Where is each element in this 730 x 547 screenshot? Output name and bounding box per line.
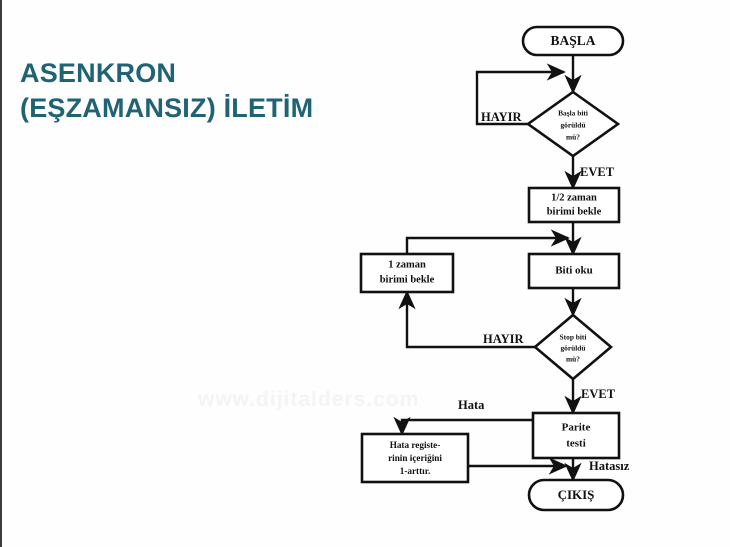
edge-label-hatasiz: Hatasız — [589, 459, 630, 473]
node-start-bit-line1: Başla biti — [558, 109, 588, 118]
edge-label-hata: Hata — [458, 398, 485, 412]
node-start-bit-line3: mü? — [566, 133, 580, 142]
node-start-label: BAŞLA — [550, 33, 595, 48]
node-one-wait — [359, 252, 455, 294]
node-stop-bit-decision — [532, 313, 614, 381]
edge-stopbit-hayir — [398, 290, 535, 349]
node-one-wait-line2: birimi bekle — [380, 274, 435, 285]
edge-label-hayir-stop: HAYIR — [483, 332, 524, 346]
edge-label-evet-start: EVET — [580, 165, 615, 179]
node-one-wait-line1: 1 zaman — [388, 259, 426, 270]
title-line-1: ASENKRON — [20, 58, 177, 88]
edge-label-evet-stop: EVET — [581, 387, 616, 401]
node-error-register-line1: Hata registe- — [390, 440, 441, 450]
node-start-bit-line2: görüldü — [560, 121, 585, 130]
node-exit-label: ÇIKIŞ — [558, 487, 595, 502]
edge-parity-to-errorreg — [393, 416, 533, 436]
page-title: ASENKRON (EŞZAMANSIZ) İLETİM — [20, 56, 313, 125]
node-error-register-line3: 1-arttır. — [400, 466, 431, 476]
node-start-bit-decision — [525, 90, 621, 158]
node-error-register — [360, 432, 470, 484]
node-stop-bit-line2: görüldü — [560, 344, 585, 353]
node-stop-bit-line1: Stop biti — [560, 333, 587, 342]
node-error-register-line2: rinin içeriğini — [388, 453, 442, 463]
node-half-wait — [527, 186, 621, 224]
node-parity-line2: testi — [566, 438, 586, 450]
node-start — [521, 25, 625, 57]
edge-onewait-to-readbit — [405, 229, 570, 254]
node-parity-line1: Parite — [562, 422, 591, 434]
watermark: www.dijitalders.com — [198, 388, 420, 411]
edge-label-hayir-start: HAYIR — [481, 110, 522, 124]
node-read-bit — [527, 252, 621, 290]
edge-startbit-hayir-loop — [475, 63, 566, 126]
node-half-wait-line2: birimi bekle — [547, 206, 602, 217]
node-half-wait-line1: 1/2 zaman — [551, 192, 597, 203]
title-line-2: (EŞZAMANSIZ) İLETİM — [20, 92, 314, 123]
node-stop-bit-line3: mü? — [566, 355, 580, 364]
node-read-bit-label: Biti oku — [555, 265, 593, 277]
node-parity-test — [531, 411, 621, 460]
node-exit — [527, 478, 625, 512]
